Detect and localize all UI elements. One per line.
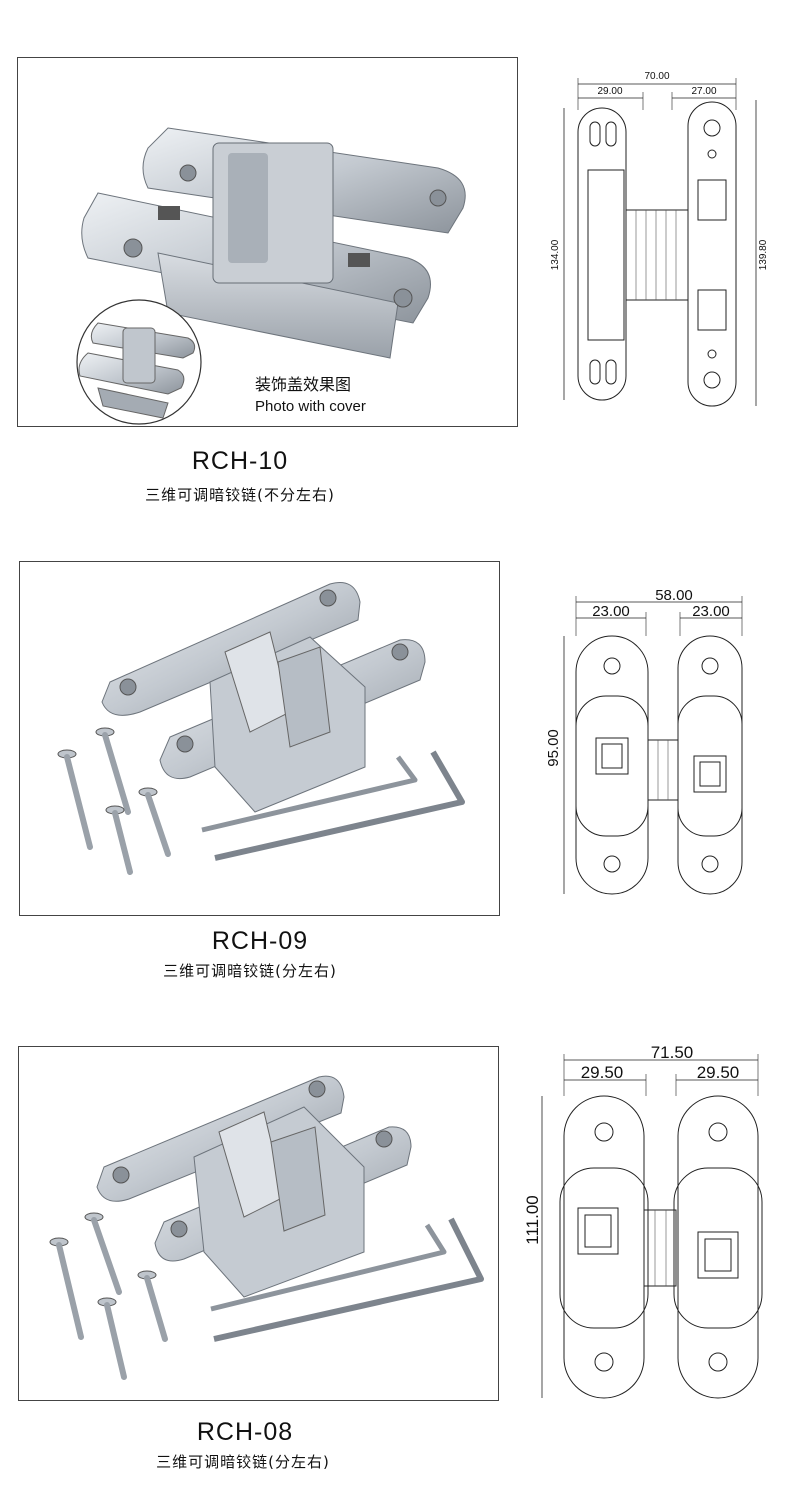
rch10-technical-drawing: 70.00 29.00 27.00 134.00 139.80 [550, 71, 769, 407]
hex-key-icon [201, 755, 418, 833]
rch08-photo-frame [18, 1046, 499, 1401]
rch10-model-number: RCH-10 [191, 447, 289, 475]
rch09-dim-right-width: 23.00 [692, 603, 730, 620]
rch10-photo-frame: 装饰盖效果图 Photo with cover [17, 57, 518, 427]
screw-icon [137, 1270, 168, 1342]
screw-icon [105, 805, 133, 875]
rch09-model-number: RCH-09 [211, 927, 309, 955]
screw-icon [95, 727, 131, 815]
screw-icon [49, 1237, 84, 1340]
rch10-dim-left-height: 134.00 [550, 239, 561, 270]
hex-key-icon [210, 1223, 447, 1312]
rch08-dim-height: 111.00 [523, 1195, 542, 1244]
screw-icon [84, 1212, 122, 1295]
rch10-dim-right-height: 139.80 [758, 239, 769, 270]
rch09-dim-left-width: 23.00 [592, 603, 630, 620]
hex-key-icon [214, 750, 465, 861]
rch10-hinge-photo [76, 127, 466, 425]
screw-icon [138, 787, 171, 857]
rch09-description: 三维可调暗铰链(分左右) [163, 962, 337, 980]
rch10-dim-right-width: 27.00 [691, 86, 716, 97]
rch10-description: 三维可调暗铰链(不分左右) [145, 486, 335, 504]
rch08-model-number: RCH-08 [196, 1418, 294, 1446]
rch09-dim-total-width: 58.00 [655, 588, 693, 604]
rch08-dim-total-width: 71.50 [651, 1043, 694, 1062]
rch09-hinge-photo [57, 582, 465, 875]
cover-inset-hinge [78, 322, 196, 419]
rch08-hinge-photo [49, 1075, 484, 1380]
screw-icon [57, 749, 93, 850]
cover-caption-cn: 装饰盖效果图 [255, 375, 352, 394]
rch09-technical-drawing: 58.00 23.00 23.00 95.00 [546, 588, 743, 895]
rch08-description: 三维可调暗铰链(分左右) [156, 1453, 330, 1471]
cover-caption-en: Photo with cover [255, 398, 366, 415]
rch08-dim-left-width: 29.50 [581, 1063, 624, 1082]
rch10-dim-left-width: 29.00 [597, 86, 622, 97]
rch08-technical-drawing: 71.50 29.50 29.50 111.00 [523, 1043, 763, 1399]
rch08-dim-right-width: 29.50 [697, 1063, 740, 1082]
screw-icon [97, 1297, 127, 1380]
rch09-dim-height: 95.00 [546, 729, 562, 767]
rch10-dim-total-width: 70.00 [644, 71, 669, 82]
hex-key-icon [213, 1217, 484, 1342]
rch09-photo-frame [19, 561, 500, 916]
